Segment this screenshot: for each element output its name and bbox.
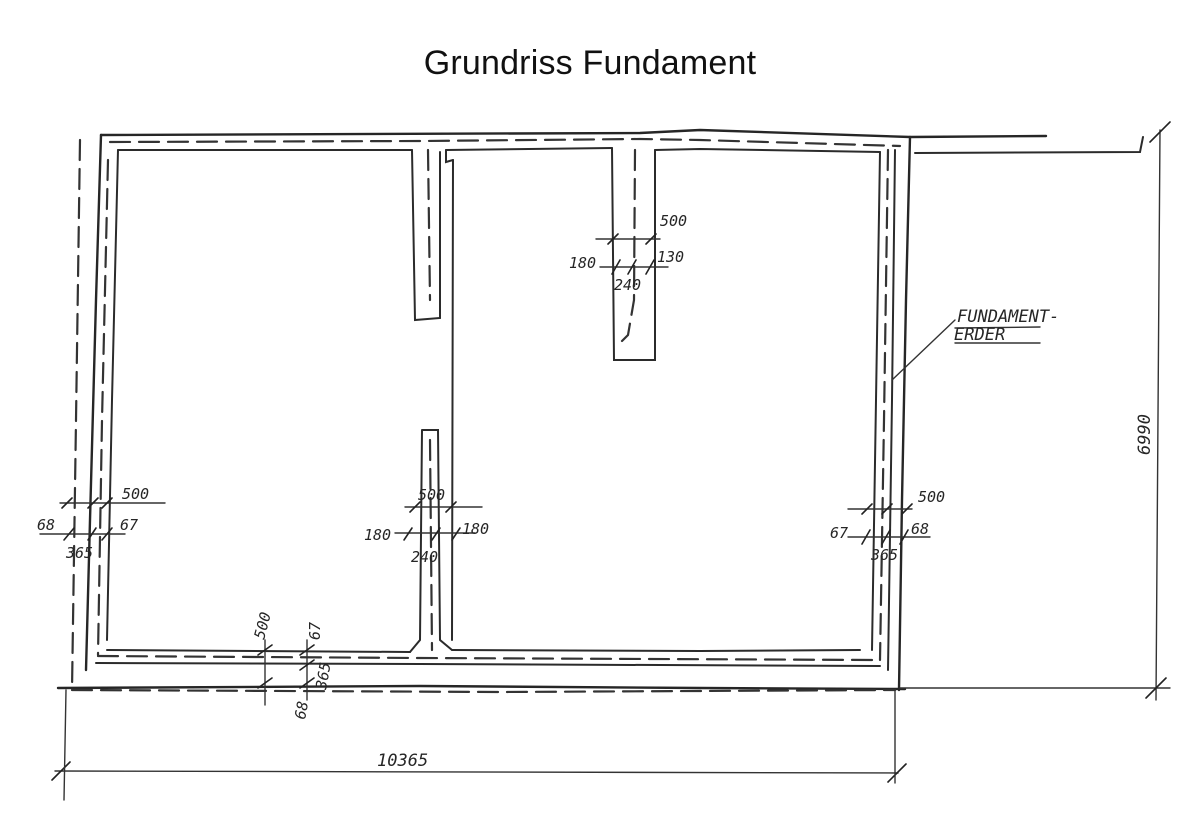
left-dim-wall: 365 bbox=[65, 544, 93, 562]
electrode-right bbox=[878, 148, 890, 662]
bottom-dim-inner: 67 bbox=[306, 622, 324, 640]
width-tick-right bbox=[887, 763, 907, 783]
middle-dim-wall: 240 bbox=[411, 548, 438, 566]
bottom-dim-ticks-left bbox=[257, 644, 273, 689]
left-dim-ticks-top bbox=[61, 497, 113, 509]
electrode-annotation: FUNDAMENT- ERDER bbox=[891, 307, 1059, 381]
electrode-left bbox=[96, 158, 110, 657]
middle-wall-lower-inner bbox=[451, 159, 454, 641]
annotation-label-line2: ERDER bbox=[954, 325, 1005, 345]
stub-dim-ticks-top bbox=[607, 233, 657, 245]
top-wall-outer-line bbox=[99, 128, 1048, 139]
middle-dim-ticks-mid bbox=[403, 527, 461, 541]
bottom-dim-found: 500 bbox=[250, 610, 274, 641]
right-dim-inner: 67 bbox=[830, 524, 848, 542]
annex-top-line bbox=[914, 136, 1144, 154]
overall-dimensions: 10365 6990 bbox=[51, 121, 1171, 801]
electrode-outer-bottom bbox=[70, 688, 897, 694]
electrode-top bbox=[108, 137, 902, 148]
width-tick-left bbox=[51, 761, 71, 781]
electrode-stub bbox=[616, 148, 637, 347]
right-dim-ticks-mid bbox=[861, 529, 909, 545]
left-wall-dimensions: 500 68 67 365 bbox=[37, 485, 166, 562]
stub-wall-outline bbox=[611, 147, 656, 361]
width-dimension-value: 10365 bbox=[377, 751, 428, 771]
top-wall-inner-line-right bbox=[654, 147, 881, 153]
stub-dim-wall: 240 bbox=[614, 276, 641, 294]
height-dimension-value: 6990 bbox=[1135, 414, 1155, 455]
middle-wall-upper-right bbox=[445, 149, 454, 164]
left-wall-inner-line bbox=[106, 149, 119, 641]
stub-wall bbox=[611, 147, 656, 361]
right-dim-outer: 68 bbox=[911, 520, 929, 538]
middle-dim-top: 500 bbox=[418, 486, 445, 504]
bottom-dim-ticks-right bbox=[299, 644, 315, 689]
bottom-wall-outer-line bbox=[56, 684, 907, 691]
height-tick-bottom bbox=[1145, 677, 1167, 699]
bottom-dim-outer: 68 bbox=[291, 700, 312, 721]
left-dim-top: 500 bbox=[122, 485, 149, 503]
middle-dim-right: 180 bbox=[462, 520, 489, 538]
stub-dim-left: 180 bbox=[569, 254, 596, 272]
left-dim-ticks-mid bbox=[63, 527, 113, 541]
electrode-middle-lower bbox=[428, 438, 434, 652]
left-dim-outer: 68 bbox=[37, 516, 55, 534]
left-wall-outer-line bbox=[84, 133, 103, 672]
right-dim-top: 500 bbox=[918, 488, 945, 506]
middle-wall-upper-left bbox=[411, 149, 441, 322]
electrode-middle-upper bbox=[426, 148, 432, 302]
stub-dim-top: 500 bbox=[660, 212, 687, 230]
middle-wall-lower bbox=[409, 429, 453, 653]
height-dimension-line bbox=[1155, 129, 1161, 701]
stub-wall-dimensions: 500 180 130 240 bbox=[569, 212, 687, 294]
bottom-wall-mid-line bbox=[95, 662, 881, 667]
annotation-underline-1 bbox=[954, 326, 1041, 329]
electrode-bottom bbox=[96, 654, 882, 662]
electrode-outer-left bbox=[70, 138, 82, 692]
middle-dim-ticks-top bbox=[409, 501, 457, 513]
right-wall-outer-line bbox=[897, 135, 912, 692]
right-wall-outer-line-2 bbox=[887, 149, 896, 671]
bottom-wall-dimensions: 500 67 68 365 bbox=[250, 610, 334, 720]
middle-dim-left: 180 bbox=[364, 526, 391, 544]
bottom-wall-inner-line-left bbox=[106, 649, 411, 653]
height-tick-top bbox=[1149, 121, 1171, 143]
stub-dim-ticks-mid bbox=[611, 259, 655, 275]
middle-wall bbox=[409, 149, 454, 653]
right-dim-wall: 365 bbox=[870, 546, 898, 564]
top-wall-inner-line-mid bbox=[445, 147, 613, 151]
right-wall-dimensions: 500 67 68 365 bbox=[830, 488, 945, 564]
width-dimension-line bbox=[54, 770, 899, 774]
annotation-leader bbox=[891, 319, 956, 381]
annotation-label-line1: FUNDAMENT- bbox=[957, 307, 1059, 327]
right-dim-ticks-top bbox=[861, 503, 913, 515]
drawing-title: Grundriss Fundament bbox=[423, 44, 757, 82]
outer-walls bbox=[56, 128, 1144, 692]
right-wall-inner-line bbox=[871, 151, 881, 651]
bottom-dim-wall: 365 bbox=[312, 661, 335, 692]
middle-wall-dimensions: 500 180 180 240 bbox=[364, 486, 489, 566]
foundation-earth-electrode bbox=[70, 137, 902, 694]
left-dim-inner: 67 bbox=[120, 516, 138, 534]
bottom-wall-inner-line-right bbox=[451, 649, 861, 653]
width-extension-left bbox=[63, 689, 67, 801]
stub-dim-right: 130 bbox=[657, 248, 684, 266]
